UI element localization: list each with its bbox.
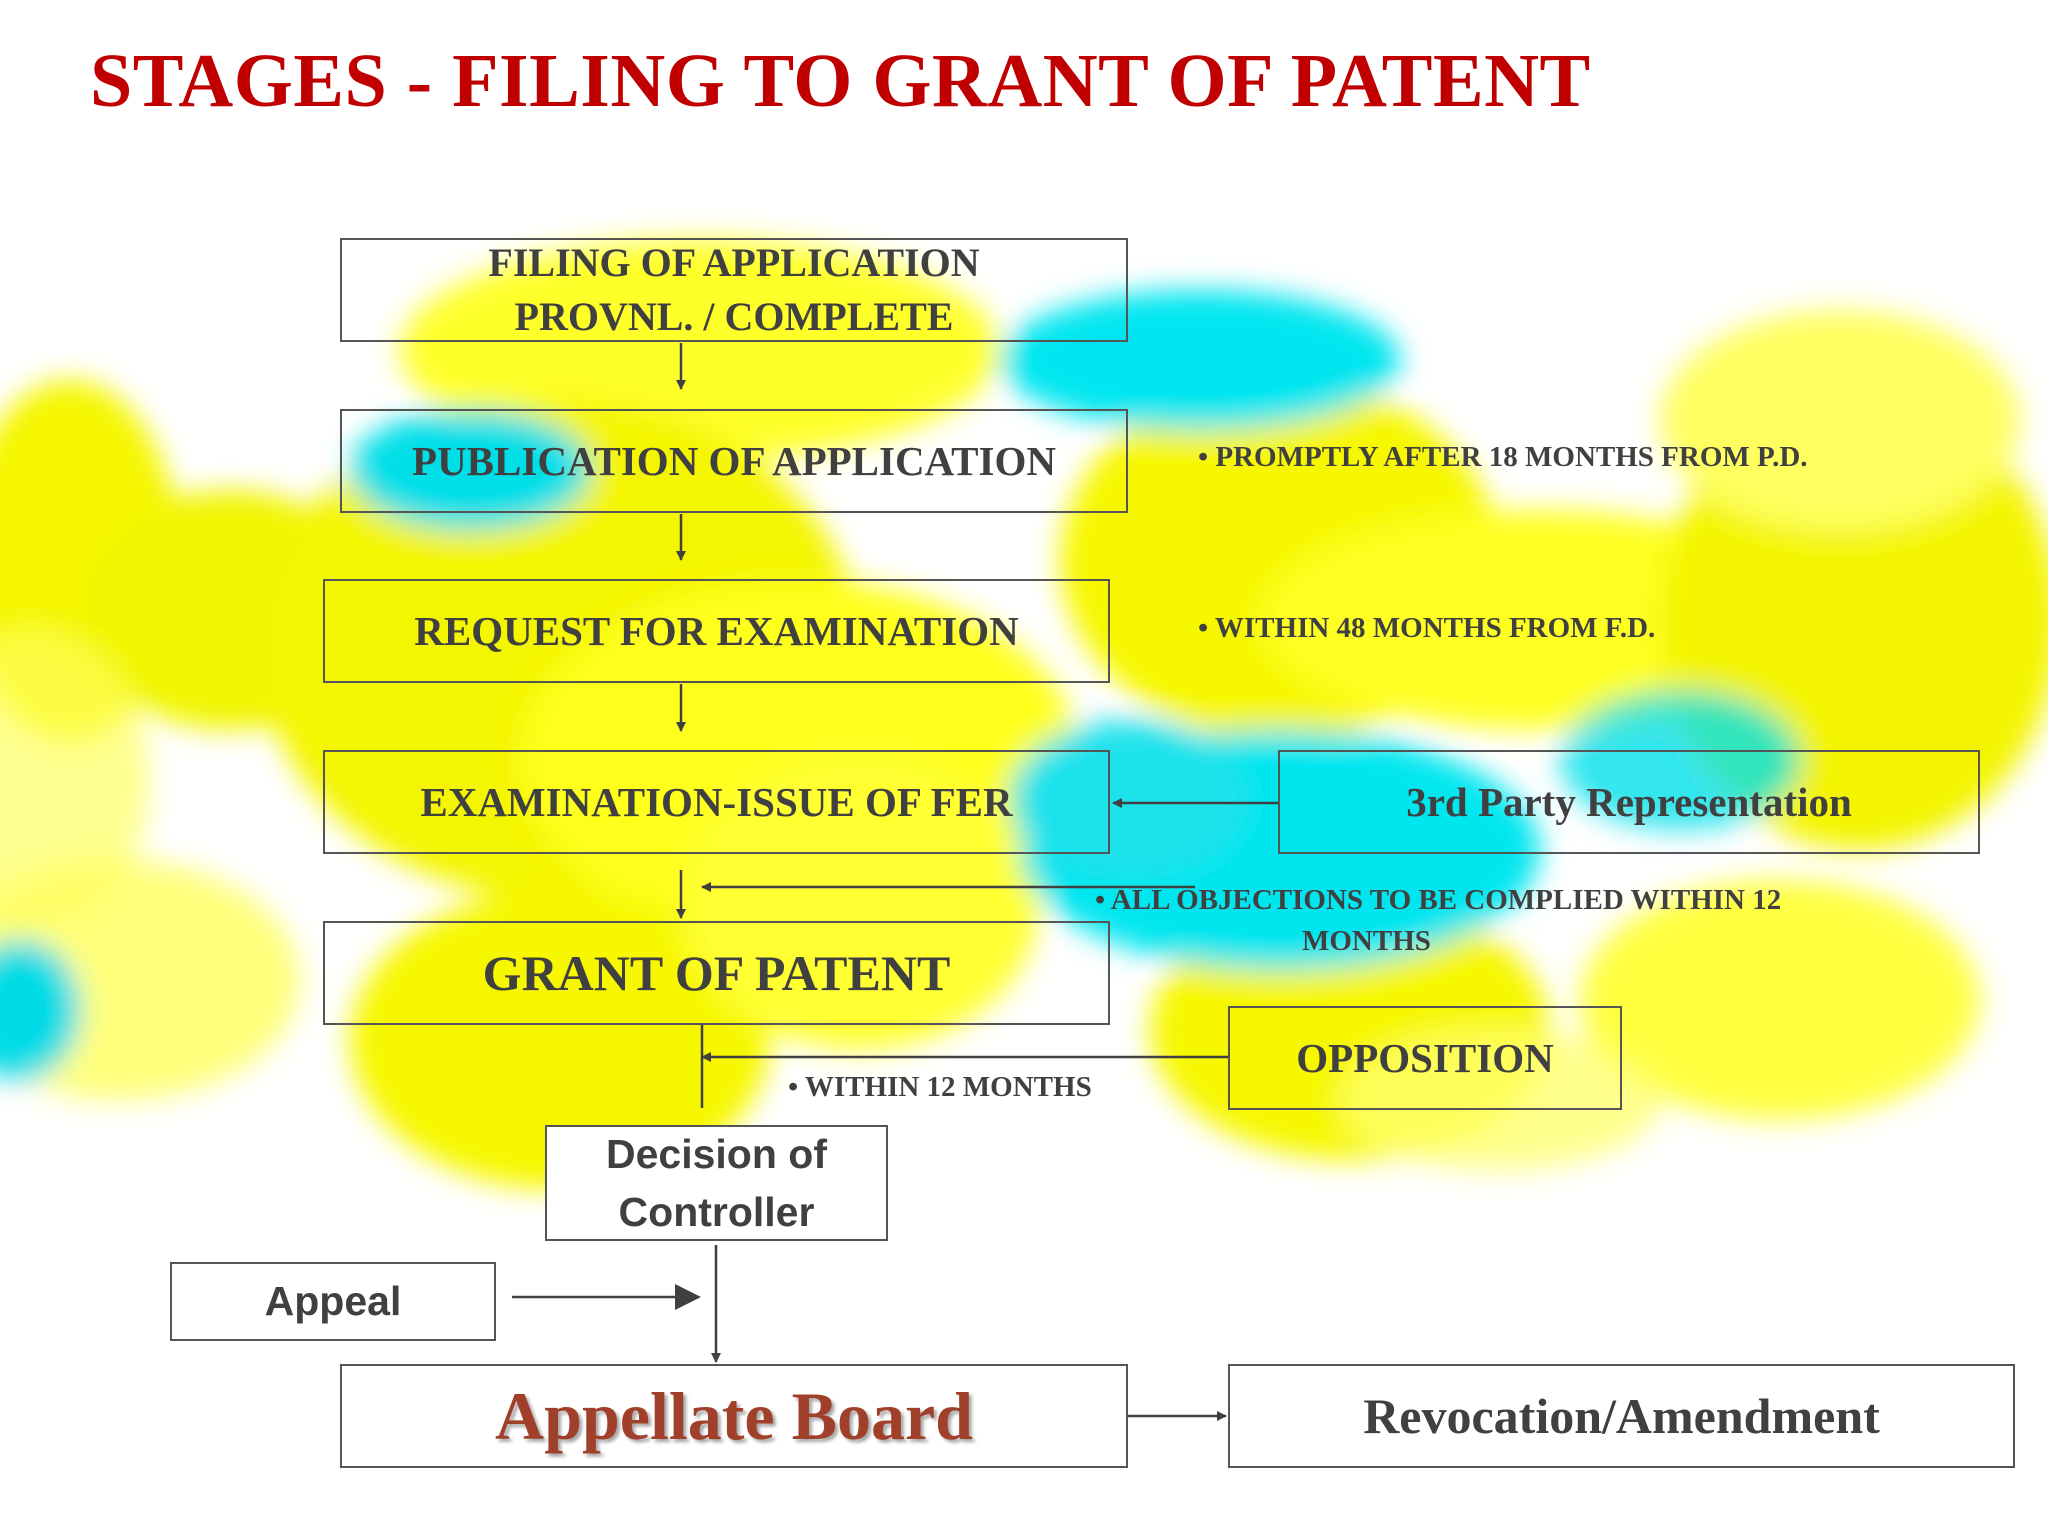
appellate-board-box: Appellate Board [340, 1364, 1128, 1468]
objections-note-line2: MONTHS [1302, 925, 1431, 958]
publication-note: • PROMPTLY AFTER 18 MONTHS FROM P.D. [1198, 441, 1808, 474]
request-label: REQUEST FOR EXAMINATION [414, 607, 1018, 655]
revocation-box: Revocation/Amendment [1228, 1364, 2015, 1468]
third-party-label: 3rd Party Representation [1406, 778, 1852, 826]
page-title: STAGES - FILING TO GRANT OF PATENT [90, 38, 1591, 125]
grant-box: GRANT OF PATENT [323, 921, 1110, 1025]
appellate-board-label: Appellate Board [495, 1377, 973, 1456]
examination-box: EXAMINATION-ISSUE OF FER [323, 750, 1110, 854]
revocation-label: Revocation/Amendment [1363, 1387, 1880, 1445]
opposition-label: OPPOSITION [1296, 1034, 1553, 1082]
filing-line1: FILING OF APPLICATION [488, 236, 979, 290]
publication-box: PUBLICATION OF APPLICATION [340, 409, 1128, 513]
objections-note-line1: • ALL OBJECTIONS TO BE COMPLIED WITHIN 1… [1095, 884, 1781, 917]
filing-box: FILING OF APPLICATION PROVNL. / COMPLETE [340, 238, 1128, 342]
opposition-box: OPPOSITION [1228, 1006, 1622, 1110]
decision-box: Decision of Controller [545, 1125, 888, 1241]
examination-label: EXAMINATION-ISSUE OF FER [420, 778, 1012, 826]
third-party-box: 3rd Party Representation [1278, 750, 1980, 854]
request-box: REQUEST FOR EXAMINATION [323, 579, 1110, 683]
filing-line2: PROVNL. / COMPLETE [515, 290, 954, 344]
opposition-note: • WITHIN 12 MONTHS [788, 1071, 1092, 1104]
decision-line1: Decision of [606, 1125, 827, 1183]
grant-label: GRANT OF PATENT [483, 944, 951, 1002]
decision-line2: Controller [619, 1183, 815, 1241]
appeal-label: Appeal [265, 1278, 402, 1325]
publication-label: PUBLICATION OF APPLICATION [412, 437, 1056, 485]
request-note: • WITHIN 48 MONTHS FROM F.D. [1198, 612, 1655, 645]
appeal-box: Appeal [170, 1262, 496, 1341]
